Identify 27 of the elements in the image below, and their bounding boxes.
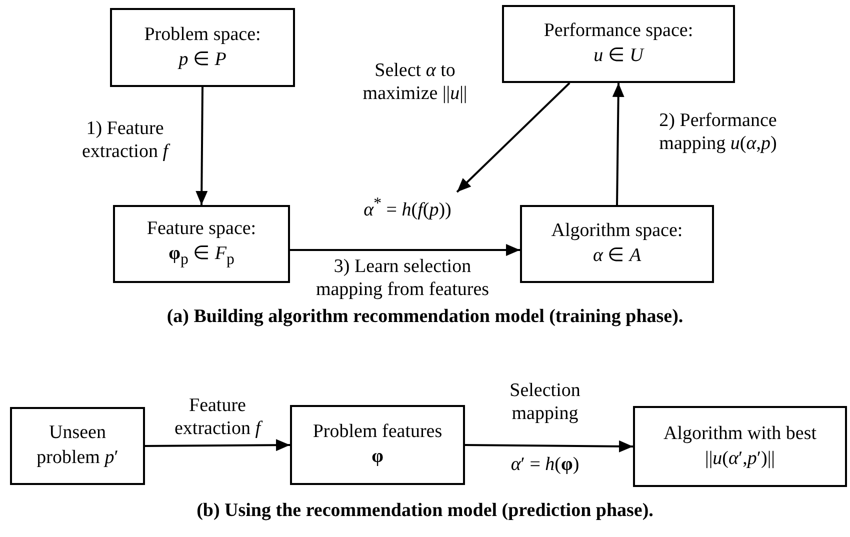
arrow	[456, 82, 570, 193]
process-box	[520, 205, 714, 283]
caption: (a) Building algorithm recommendation model (training phase).	[166, 306, 684, 329]
box-label: Unseen problem p′	[36, 421, 120, 470]
process-box	[113, 205, 290, 283]
box-label: Algorithm space:	[551, 219, 683, 244]
arrow	[465, 440, 633, 452]
formula-text: α ∈ A	[592, 244, 642, 268]
arrow	[612, 82, 624, 206]
box-label: Performance space:	[544, 19, 694, 44]
box-label: Problem features φ	[312, 420, 444, 469]
caption: (b) Using the recommendation model (prediction phase).	[196, 500, 654, 523]
box-label: Problem space:	[144, 22, 261, 47]
formula-text: u ∈ U	[594, 44, 644, 68]
arrow	[145, 439, 290, 452]
process-box	[290, 405, 465, 485]
arrow	[196, 86, 208, 206]
process-box	[10, 407, 145, 485]
arrow	[290, 244, 520, 256]
box-label: Feature space:	[146, 217, 256, 242]
formula-text: α$^{*}$ = h(f(p))	[325, 192, 490, 226]
process-box	[502, 5, 735, 83]
box-label: Algorithm with best ||u(α′,p′)||	[662, 422, 818, 470]
process-box	[110, 8, 295, 87]
process-box	[633, 406, 847, 487]
formula-text: p ∈ P	[178, 48, 226, 72]
formula-text: φ$_{p}$ ∈ F$_{p}$	[168, 242, 234, 270]
